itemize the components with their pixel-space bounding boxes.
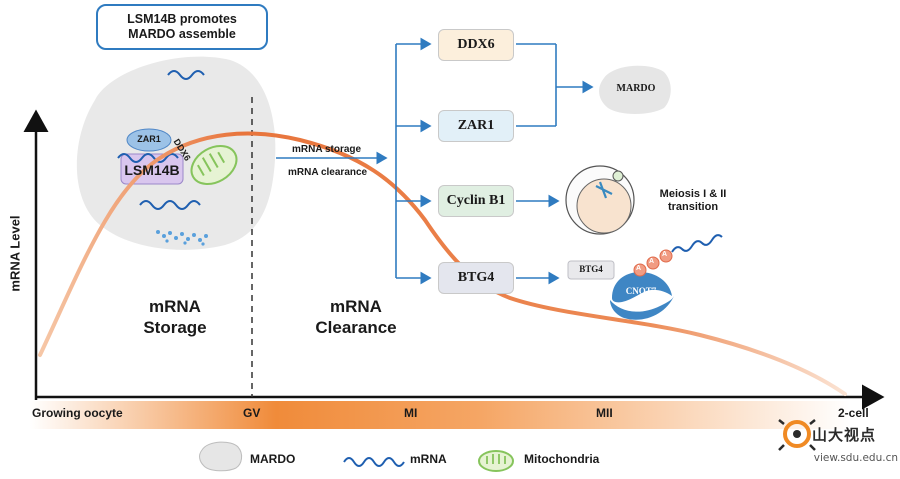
poly-a-label-1: A: [636, 265, 642, 272]
stage-growing-oocyte: Growing oocyte: [32, 406, 123, 420]
mrna-storage-label: mRNA storage: [292, 144, 362, 155]
stage-mi: MI: [404, 406, 418, 420]
btg4-small-box: [567, 260, 615, 280]
mrna-squiggle: [671, 234, 723, 253]
watermark-logo: [778, 419, 816, 451]
stage-mii: MII: [596, 406, 613, 420]
lsm14b-label: LSM14B: [124, 162, 180, 178]
stage-gv: GV: [243, 406, 261, 420]
watermark-text: 山大视点: [812, 426, 877, 444]
meiosis-cell-inner: [576, 178, 632, 234]
mardo-outcome-label: MARDO: [616, 83, 656, 94]
spindle: [595, 181, 613, 199]
title-box: LSM14B promotes MARDO assemble: [96, 4, 268, 50]
legend-mardo-label: MARDO: [250, 452, 296, 466]
poly-a-label-3: A: [662, 251, 668, 258]
y-axis-label: mRNA Level: [7, 215, 23, 292]
legend-mrna-label: mRNA: [410, 452, 447, 466]
mitochondrion: [190, 145, 238, 185]
granules: [156, 230, 208, 246]
legend-mrna-icon: [343, 457, 405, 467]
watermark-url: view.sdu.edu.cn: [813, 452, 898, 464]
mardo-outcome-blob: [599, 65, 671, 114]
zar1-label: ZAR1: [137, 134, 161, 144]
legend-mardo-icon: [199, 441, 243, 472]
factor-box-ddx6: DDX6: [438, 29, 514, 61]
factor-box-btg4: BTG4: [438, 262, 514, 294]
stage-2-cell: 2-cell: [838, 406, 869, 420]
cnot7-label: CNOT7: [625, 286, 657, 296]
mardo-oocyte-blob: [76, 56, 276, 250]
time-gradient-bar: [30, 401, 850, 429]
cnot7-shape: [610, 272, 674, 320]
zar1-ellipse: [126, 128, 172, 152]
title-line-2: MARDO assemble: [128, 27, 236, 41]
mrna-squiggle: [117, 153, 179, 163]
btg4-small-label: BTG4: [579, 264, 603, 274]
legend-mito-label: Mitochondria: [524, 452, 600, 466]
poly-a-label-2: A: [649, 258, 655, 265]
mrna-squiggle: [167, 70, 205, 80]
poly-a-bead: [659, 249, 673, 263]
title-line-1: LSM14B promotes: [127, 12, 237, 26]
mrna-clearance-label: mRNA clearance: [288, 167, 368, 178]
poly-a-bead: [633, 263, 647, 277]
poly-a-bead: [646, 256, 660, 270]
factor-box-zar1: ZAR1: [438, 110, 514, 142]
polar-body: [612, 170, 624, 182]
legend-mito-icon: [478, 450, 514, 472]
mrna-squiggle: [139, 200, 201, 210]
factor-box-cyclin-b1: Cyclin B1: [438, 185, 514, 217]
mrna-level-curve: [38, 131, 847, 396]
